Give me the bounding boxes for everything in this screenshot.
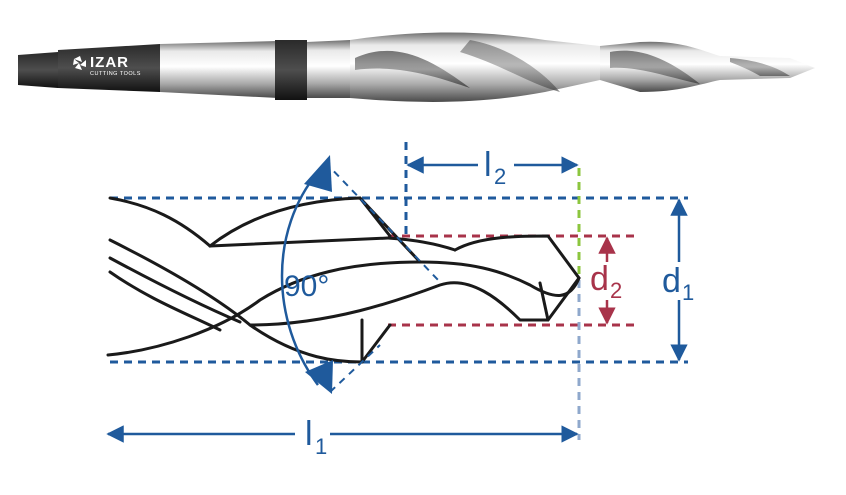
angle-guide-lower: [329, 344, 381, 393]
l2-label: l: [484, 146, 492, 184]
drill-body-minor: [600, 41, 815, 92]
flute-groove: [355, 50, 470, 88]
logo-icon: [73, 56, 86, 70]
drill-collar: [275, 40, 307, 100]
angle-label: 90°: [284, 270, 329, 303]
d2-subscript: 2: [610, 278, 622, 303]
angle-arrow-bottom: [305, 360, 333, 394]
technical-drawing: 90° l 1 l 2 d 1 d 2: [106, 142, 694, 459]
brand-tagline: CUTTING TOOLS: [90, 71, 141, 77]
drill-outline: [106, 196, 581, 364]
angle-guide-upper: [324, 161, 441, 283]
l1-label: l: [305, 415, 313, 453]
brand-name: IZAR: [90, 54, 129, 71]
drill-illustration: IZAR CUTTING TOOLS: [18, 32, 815, 102]
d2-label: d: [590, 260, 609, 298]
brand-logo: IZAR CUTTING TOOLS: [73, 54, 141, 77]
l1-subscript: 1: [315, 434, 327, 459]
flute-groove: [460, 40, 560, 92]
flute-groove: [730, 58, 790, 76]
drill-shank-dark: [58, 44, 160, 92]
angle-arc: [280, 171, 320, 386]
l2-subscript: 2: [494, 164, 506, 189]
flute-groove: [610, 50, 700, 84]
angle-arrow-top: [304, 155, 332, 192]
drill-body-major: [350, 32, 600, 102]
d1-label: d: [662, 262, 681, 300]
drill-shank: [160, 41, 278, 98]
d1-subscript: 1: [682, 280, 694, 305]
drill-tang: [18, 52, 58, 88]
drill-neck: [307, 40, 350, 98]
